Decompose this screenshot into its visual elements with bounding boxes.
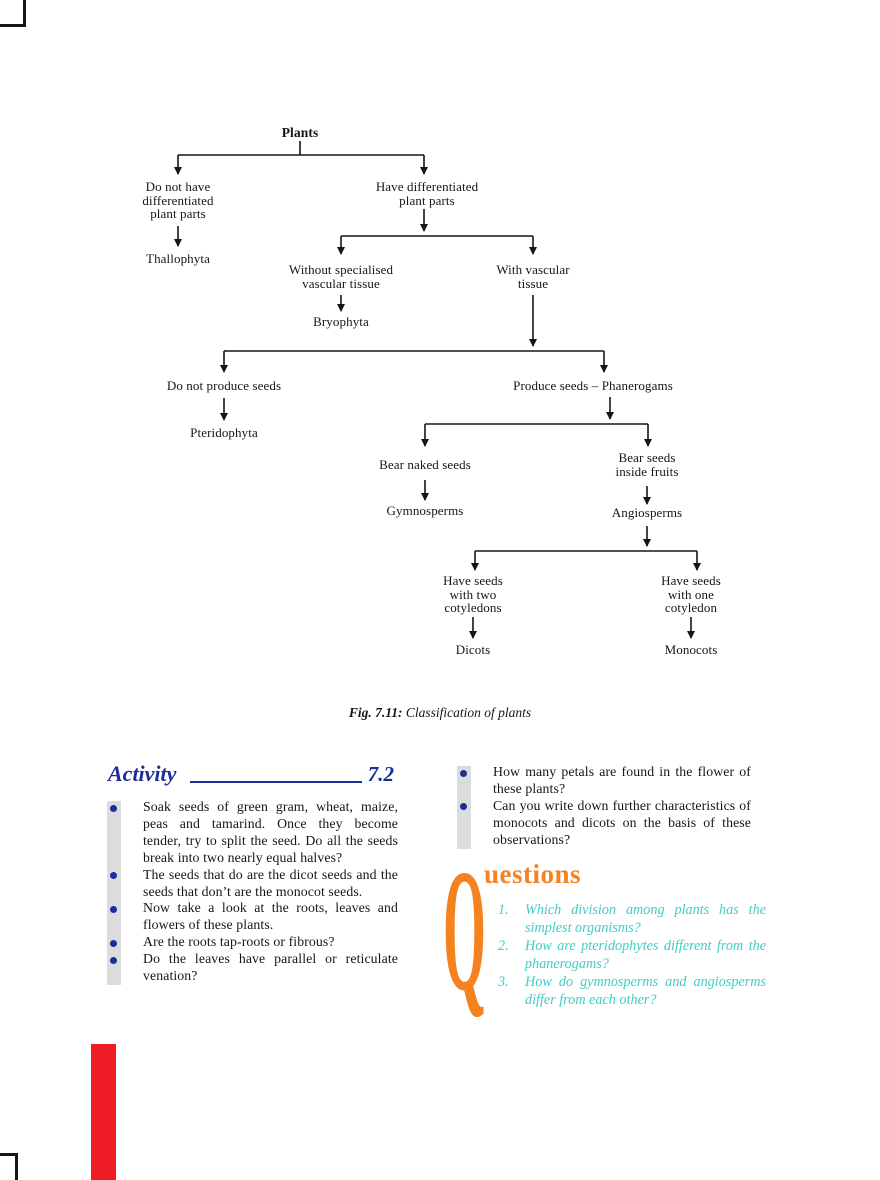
activity-title: Activity bbox=[108, 761, 177, 786]
figure-number: Fig. 7.11: bbox=[348, 705, 403, 720]
node-gymnosperms: Gymnosperms bbox=[386, 503, 464, 518]
flowchart-connectors bbox=[174, 141, 701, 639]
node-with-vascular-tissue: With vascular tissue bbox=[496, 262, 570, 291]
node-thallophyta: Thallophyta bbox=[146, 251, 210, 266]
activity-underline bbox=[190, 781, 362, 783]
bullet-icon bbox=[455, 798, 493, 849]
list-item: Soak seeds of green gram, wheat, maize, … bbox=[105, 799, 398, 867]
activity-bullet-list-right: How many petals are found in the flower … bbox=[455, 764, 751, 849]
list-item: Now take a look at the roots, leaves and… bbox=[105, 900, 398, 934]
bullet-text: Soak seeds of green gram, wheat, maize, … bbox=[143, 799, 398, 865]
question-text: How do gymnosperms and angiosperms diffe… bbox=[525, 974, 766, 1008]
figure-caption: Fig. 7.11: Classification of plants bbox=[250, 705, 630, 721]
crop-mark-top-left-vertical bbox=[23, 0, 26, 27]
node-two-cotyledons: Have seeds with two cotyledons bbox=[443, 573, 503, 615]
question-text: Which division among plants has the simp… bbox=[525, 902, 766, 936]
questions-list: 1. Which division among plants has the si… bbox=[498, 902, 766, 1011]
questions-title: uestions bbox=[484, 859, 582, 889]
node-no-differentiated-parts: Do not have differentiated plant parts bbox=[142, 179, 214, 221]
question-text: How are pteridophytes different from the… bbox=[525, 938, 766, 972]
bullet-text: How many petals are found in the flower … bbox=[493, 764, 751, 796]
node-bryophyta: Bryophyta bbox=[313, 314, 369, 329]
questions-drop-cap: Q bbox=[443, 833, 486, 1027]
node-seeds-inside-fruits: Bear seeds inside fruits bbox=[615, 450, 679, 479]
list-item: Do the leaves have parallel or reticulat… bbox=[105, 951, 398, 985]
crop-mark-bottom-left-horizontal bbox=[0, 1153, 18, 1156]
node-angiosperms: Angiosperms bbox=[611, 505, 683, 520]
bullet-text: Now take a look at the roots, leaves and… bbox=[143, 900, 398, 933]
bullet-icon bbox=[105, 951, 143, 985]
bullet-icon bbox=[105, 799, 143, 867]
bullet-text: Do the leaves have parallel or reticulat… bbox=[143, 951, 398, 984]
activity-header: Activity 7.2 bbox=[108, 762, 394, 786]
node-monocots: Monocots bbox=[664, 642, 718, 657]
node-bear-naked-seeds: Bear naked seeds bbox=[379, 457, 471, 472]
question-number: 3. bbox=[498, 974, 509, 991]
node-without-vascular-tissue: Without specialised vascular tissue bbox=[288, 262, 394, 291]
bullet-text: Are the roots tap-roots or fibrous? bbox=[143, 934, 335, 950]
node-no-seeds: Do not produce seeds bbox=[166, 378, 282, 393]
crop-mark-top-left-horizontal bbox=[0, 24, 26, 27]
question-item: 1. Which division among plants has the si… bbox=[498, 902, 766, 937]
question-number: 1. bbox=[498, 902, 509, 918]
activity-bullet-list-left: Soak seeds of green gram, wheat, maize, … bbox=[105, 799, 398, 985]
bullet-icon bbox=[105, 934, 143, 951]
question-item: 3. How do gymnosperms and angiosperms dif… bbox=[498, 974, 766, 1009]
figure-caption-text: Classification of plants bbox=[402, 705, 532, 720]
crop-mark-bottom-left-vertical bbox=[15, 1153, 18, 1180]
red-margin-bar bbox=[91, 1044, 116, 1180]
node-one-cotyledon: Have seeds with one cotyledon bbox=[661, 573, 721, 615]
question-number: 2. bbox=[498, 938, 509, 955]
node-pteridophyta: Pteridophyta bbox=[190, 425, 258, 440]
bullet-text: The seeds that do are the dicot seeds an… bbox=[143, 866, 398, 899]
node-produce-seeds-phanerogams: Produce seeds – Phanerogams bbox=[513, 378, 673, 393]
node-plants: Plants bbox=[281, 125, 319, 140]
node-dicots: Dicots bbox=[455, 642, 491, 657]
question-item: 2. How are pteridophytes different from t… bbox=[498, 938, 766, 973]
list-item: Can you write down further characteristi… bbox=[455, 798, 751, 849]
list-item: The seeds that do are the dicot seeds an… bbox=[105, 867, 398, 901]
activity-number: 7.2 bbox=[367, 762, 394, 786]
bullet-strip bbox=[107, 801, 121, 985]
bullet-icon bbox=[455, 764, 493, 798]
bullet-text: Can you write down further characteristi… bbox=[493, 797, 751, 847]
list-item: Are the roots tap-roots or fibrous? bbox=[105, 934, 398, 951]
node-have-differentiated-parts: Have differentiated plant parts bbox=[375, 179, 479, 208]
list-item: How many petals are found in the flower … bbox=[455, 764, 751, 798]
bullet-icon bbox=[105, 867, 143, 901]
bullet-icon bbox=[105, 900, 143, 934]
